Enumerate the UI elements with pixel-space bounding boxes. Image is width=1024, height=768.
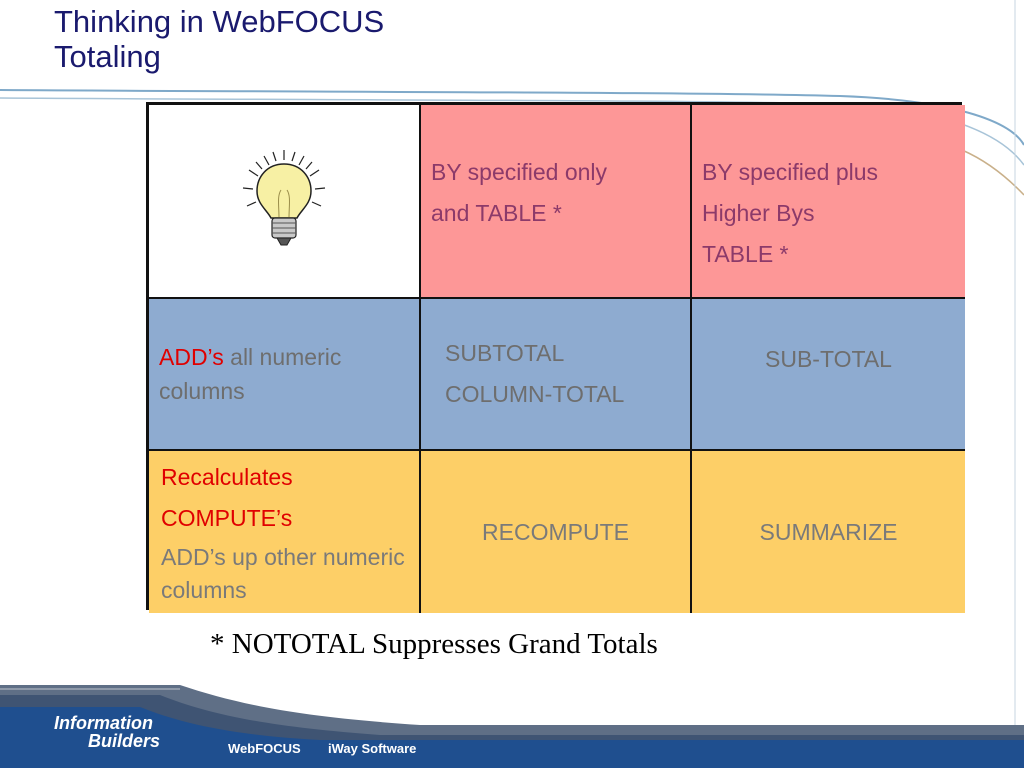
footer-band [0, 685, 1024, 768]
row-recalc-col2: RECOMPUTE [421, 451, 692, 613]
footnote: * NOTOTAL Suppresses Grand Totals [210, 628, 658, 660]
lightbulb-icon [242, 150, 326, 246]
header-col3-line-1: BY specified plus [702, 159, 879, 185]
header-col2-line-1: BY specified only [431, 159, 608, 185]
row-add-col3: SUB-TOTAL [692, 299, 965, 451]
row-add-col2: SUBTOTAL COLUMN-TOTAL [421, 299, 692, 451]
header-col2-line-2: and TABLE * [431, 200, 562, 226]
recalc-line-3: ADD’s up other numeric columns [161, 544, 405, 603]
column-total-text: COLUMN-TOTAL [445, 381, 625, 407]
add-keyword: ADD’s [159, 344, 224, 370]
totaling-table: BY specified only and TABLE * BY specifi… [146, 102, 965, 613]
header-col3-line-2: Higher Bys [702, 200, 815, 226]
title-line-2: Totaling [54, 39, 161, 74]
logo-line-2: Builders [88, 731, 161, 751]
row-add-label-cell: ADD’s all numeric columns [149, 299, 421, 451]
information-builders-logo: Information Builders [54, 714, 160, 750]
row-recalc-label-cell: Recalculates COMPUTE’s ADD’s up other nu… [149, 451, 421, 613]
row-add-label: ADD’s all numeric columns [159, 340, 419, 408]
recalc-line-2: COMPUTE’s [161, 505, 293, 531]
sub-total-text: SUB-TOTAL [765, 345, 892, 372]
row-recalc-col3: SUMMARIZE [692, 451, 965, 613]
summarize-text: SUMMARIZE [759, 518, 898, 545]
header-col3-line-3: TABLE * [702, 241, 789, 267]
title-line-1: Thinking in WebFOCUS [54, 4, 385, 39]
header-by-specified-plus: BY specified plus Higher Bys TABLE * [692, 105, 965, 299]
logo-line-1: Information [54, 713, 153, 733]
footer-link-iway-software[interactable]: iWay Software [328, 741, 417, 756]
add-description: all numeric columns [159, 344, 342, 404]
subtotal-text: SUBTOTAL [445, 340, 565, 366]
header-by-specified-only: BY specified only and TABLE * [421, 105, 692, 299]
recompute-text: RECOMPUTE [482, 518, 629, 545]
slide-title: Thinking in WebFOCUS Totaling [54, 4, 384, 74]
recalc-line-1: Recalculates [161, 464, 293, 490]
table-corner-cell [149, 105, 421, 299]
footer-link-webfocus[interactable]: WebFOCUS [228, 741, 301, 756]
